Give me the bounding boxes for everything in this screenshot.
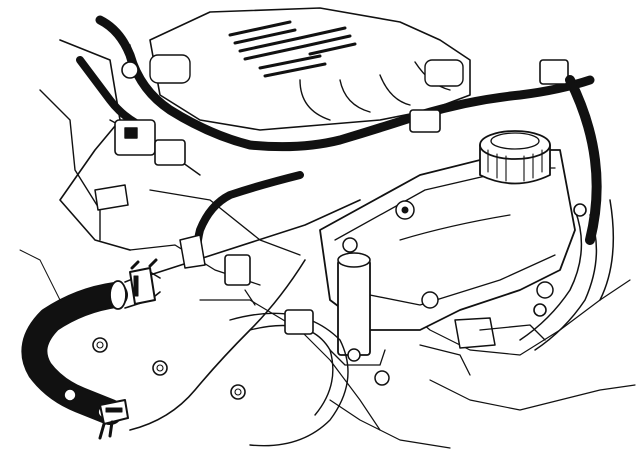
valve-cover [320, 150, 575, 330]
heater-hose [34, 272, 160, 420]
oil-filler-cap [480, 131, 550, 184]
drive-belt-pulley [225, 255, 348, 446]
coolant-hoses-right [520, 80, 613, 350]
engine-mount-strut [330, 253, 389, 385]
intake-manifold [150, 8, 470, 130]
hose-clamp-upper [130, 260, 156, 304]
mounting-bolts [64, 204, 586, 401]
manifold-ribs [230, 22, 355, 76]
brackets [95, 185, 545, 375]
hose-clamp-lower [100, 400, 128, 438]
